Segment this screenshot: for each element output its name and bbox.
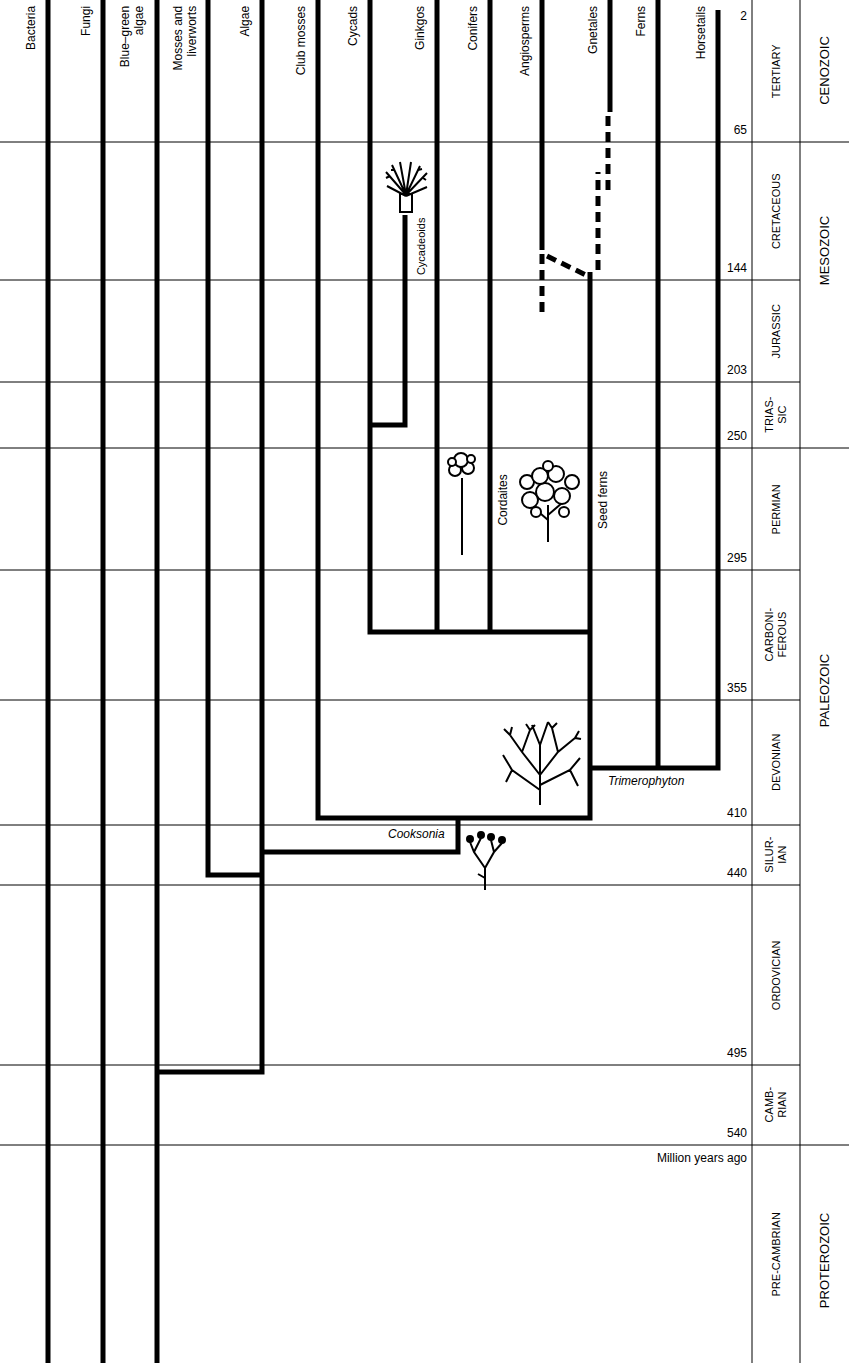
uncertain-lineage	[596, 172, 601, 270]
fossil-label: Trimerophyton	[606, 775, 686, 789]
period-label: PRE-CAMBRIAN	[770, 1154, 783, 1354]
period-label: JURASSIC	[770, 284, 783, 378]
taxon-label: Horsetails	[695, 6, 709, 84]
age-number: 440	[727, 867, 747, 881]
period-label: TERTIARY	[770, 6, 783, 136]
taxon-label: Cycads	[347, 6, 361, 84]
taxon-label: Bacteria	[25, 6, 39, 84]
taxon-label: Fungi	[80, 6, 94, 84]
lineage-line	[656, 0, 661, 768]
taxon-label: Algae	[239, 6, 253, 84]
lineage-label: Cycadeoids	[415, 214, 428, 278]
period-boundary	[0, 382, 800, 383]
period-boundary	[0, 885, 800, 886]
period-boundary	[0, 570, 800, 571]
period-boundary	[0, 280, 800, 281]
period-label: ORDOVICIAN	[770, 890, 783, 1060]
era-boundary	[0, 1145, 849, 1146]
lineage-line	[435, 0, 440, 632]
lineage-line	[370, 0, 590, 632]
lineage-label: Cordaites	[497, 465, 511, 535]
age-number: 144	[727, 262, 747, 276]
taxon-label: Club mosses	[295, 6, 309, 84]
plant-illustration	[386, 162, 427, 212]
lineage-line	[157, 0, 262, 1072]
plant-illustration	[503, 722, 581, 805]
taxon-label: Angiosperms	[519, 6, 533, 84]
period-label: DEVONIAN	[770, 704, 783, 820]
period-label: TRIAS- SIC	[763, 392, 788, 438]
period-label: SILUR- IAN	[763, 830, 788, 880]
lineage-line	[208, 0, 262, 875]
lineage-line	[155, 0, 160, 1363]
age-number: 203	[727, 364, 747, 378]
taxon-label: Conifers	[467, 6, 481, 84]
era-boundary	[0, 142, 849, 143]
lineage-line	[318, 0, 590, 818]
plant-illustration	[520, 461, 579, 542]
period-label: CRETACEOUS	[770, 148, 783, 274]
taxon-label: Ginkgos	[414, 6, 428, 84]
taxon-label: Mosses and liverworts	[172, 6, 200, 84]
lineage-line	[488, 0, 493, 632]
column-rule	[752, 0, 753, 1363]
era-label: CENOZOIC	[818, 0, 833, 140]
period-boundary	[0, 825, 800, 826]
fossil-label: Cooksonia	[386, 828, 447, 842]
axis-note: Million years ago	[657, 1152, 747, 1166]
period-label: PERMIAN	[770, 454, 783, 564]
lineage-line	[46, 0, 51, 1363]
age-number: 2	[740, 10, 747, 24]
era-label: PROTEROZOIC	[818, 1190, 833, 1330]
age-number: 410	[727, 807, 747, 821]
age-number: 250	[727, 430, 747, 444]
era-label: PALEOZOIC	[818, 620, 833, 760]
era-boundary	[0, 448, 849, 449]
age-number: 65	[734, 124, 747, 138]
uncertain-lineage	[540, 254, 545, 318]
period-label: CARBONI- FEROUS	[763, 600, 788, 670]
period-label: CAMB- RIAN	[763, 1080, 788, 1130]
age-number: 355	[727, 682, 747, 696]
lineage-line	[608, 0, 613, 112]
age-number: 295	[727, 552, 747, 566]
lineage-line	[540, 0, 545, 250]
uncertain-lineage	[606, 114, 611, 190]
column-rule	[800, 0, 801, 1363]
lineage-label: Seed ferns	[597, 465, 611, 535]
taxon-label: Ferns	[635, 6, 649, 84]
uncertain-lineage	[547, 256, 588, 276]
taxon-label: Gnetales	[587, 6, 601, 84]
plant-illustration	[448, 453, 475, 555]
period-boundary	[0, 700, 800, 701]
era-label: MESOZOIC	[818, 180, 833, 320]
lineage-line	[590, 10, 718, 768]
taxon-label: Blue–green algae	[119, 6, 147, 84]
lineage-line	[101, 0, 106, 1363]
age-number: 540	[727, 1127, 747, 1141]
plant-illustration	[467, 832, 505, 890]
age-number: 495	[727, 1047, 747, 1061]
lineage-line	[370, 215, 405, 425]
period-boundary	[0, 1065, 800, 1066]
lineage-line	[262, 818, 458, 852]
